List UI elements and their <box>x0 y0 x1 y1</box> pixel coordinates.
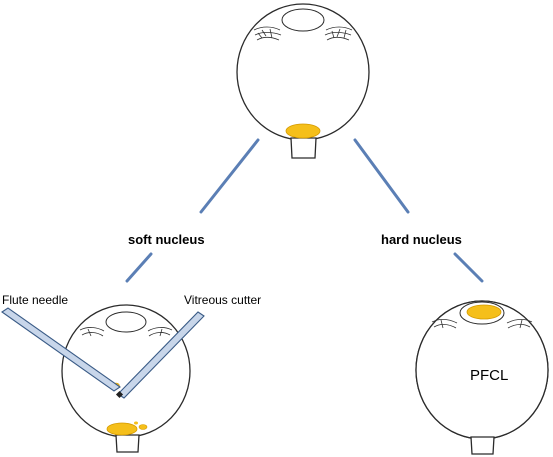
top-eye <box>236 3 370 159</box>
connector-soft-lower <box>125 252 153 283</box>
pfcl-label: PFCL <box>470 367 508 384</box>
left-eye <box>1 304 205 453</box>
left-eye-nucleus <box>106 422 138 436</box>
flute-needle <box>1 307 121 392</box>
left-eye-fragment-1 <box>138 424 148 430</box>
left-eye-optic-nerve <box>115 434 140 453</box>
right-eye-ciliary-right <box>506 319 533 329</box>
top-eye-ciliary-left <box>253 26 282 41</box>
flute-needle-label: Flute needle <box>2 293 68 307</box>
left-eye-ciliary-right <box>147 327 173 337</box>
top-eye-ciliary-right <box>324 26 353 41</box>
right-eye-ciliary-left <box>431 319 458 329</box>
connector-hard-lower <box>453 252 484 283</box>
connector-hard-upper <box>353 138 410 214</box>
left-eye-ciliary-left <box>79 327 105 337</box>
right-eye-optic-nerve <box>470 436 495 455</box>
vitreous-cutter <box>117 311 205 399</box>
vitreous-cutter-tip <box>115 390 124 399</box>
right-eye-nucleus <box>466 304 502 320</box>
soft-nucleus-label: soft nucleus <box>128 232 205 247</box>
top-eye-optic-nerve <box>290 137 317 159</box>
vitreous-cutter-label: Vitreous cutter <box>184 293 261 307</box>
left-eye-lens-outline <box>105 311 147 333</box>
hard-nucleus-label: hard nucleus <box>381 232 462 247</box>
left-eye-fragment-2 <box>134 421 138 425</box>
connector-soft-upper <box>199 138 260 214</box>
top-eye-lens-outline <box>281 8 325 32</box>
top-eye-nucleus <box>285 123 321 139</box>
right-eye: PFCL <box>415 300 549 455</box>
